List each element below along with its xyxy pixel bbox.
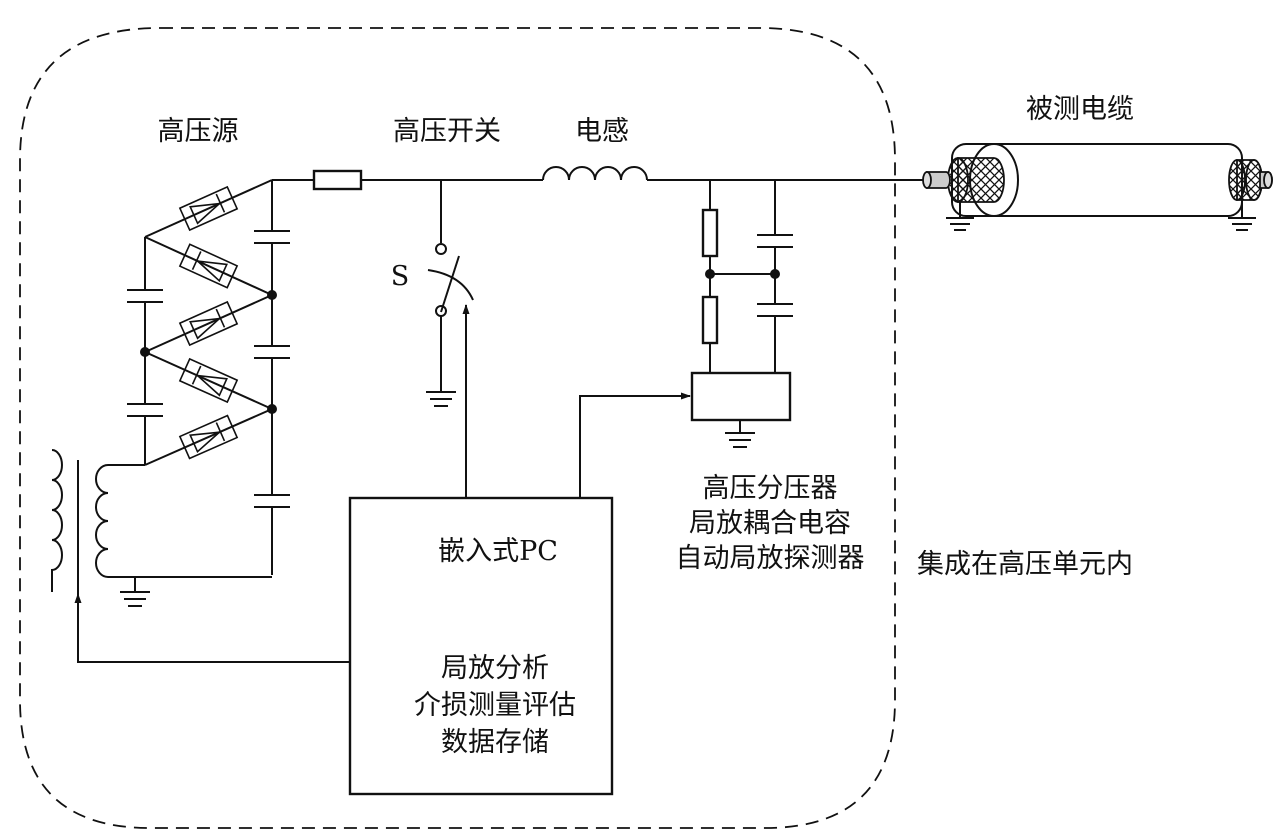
ground-icon <box>120 591 150 607</box>
resistor-icon <box>312 169 363 191</box>
embedded-pc-box <box>348 496 614 796</box>
ground-icon <box>946 217 974 231</box>
inductor-icon <box>542 166 648 181</box>
ground-icon <box>1228 217 1256 231</box>
diode-icon <box>178 357 239 404</box>
diode-icon <box>178 243 239 289</box>
pc-title: 嵌入式PC <box>438 536 558 567</box>
divider-label-2: 局放耦合电容 <box>689 508 851 539</box>
cable-label: 被测电缆 <box>1026 94 1134 125</box>
hv-switch-label: 高压开关 <box>393 116 501 147</box>
pc-function-1: 局放分析 <box>441 653 549 684</box>
hv-switch <box>426 180 474 498</box>
hv-source-multiplier <box>127 179 290 575</box>
ground-icon <box>426 391 456 407</box>
inductor-label: 电感 <box>575 116 629 147</box>
diode-icon <box>178 185 239 232</box>
divider-label-1: 高压分压器 <box>703 473 838 504</box>
hv-unit-boundary <box>19 27 896 829</box>
pc-function-2: 介损测量评估 <box>414 690 576 721</box>
cable-under-test <box>922 143 1273 231</box>
diode-icon <box>178 300 239 347</box>
transformer <box>51 449 272 607</box>
diode-icon <box>178 414 239 460</box>
pc-function-3: 数据存储 <box>441 727 549 758</box>
hv-divider <box>701 180 793 373</box>
ground-icon <box>725 432 755 448</box>
divider-label-3: 自动局放探测器 <box>676 543 865 574</box>
pd-detector-box <box>690 371 792 422</box>
integrated-note: 集成在高压单元内 <box>917 549 1133 580</box>
switch-s-label: S <box>391 261 410 292</box>
hv-source-label: 高压源 <box>158 116 239 147</box>
